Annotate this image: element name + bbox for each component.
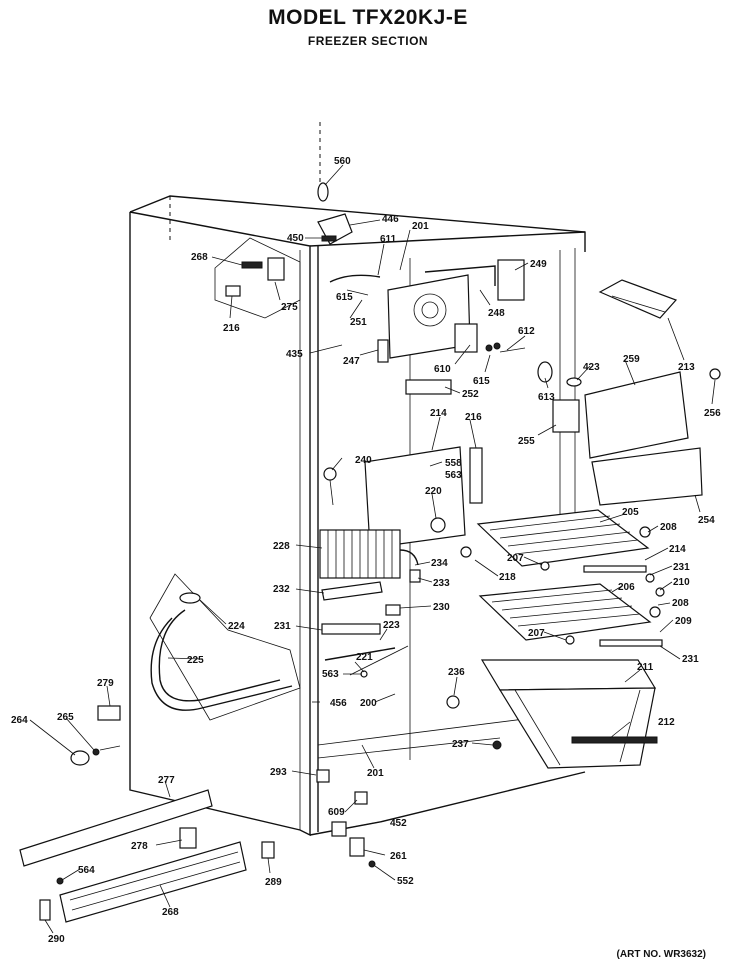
part-label: 240 bbox=[355, 455, 372, 466]
part-label: 456 bbox=[330, 698, 347, 709]
part-label: 564 bbox=[78, 865, 95, 876]
part-label: 249 bbox=[530, 259, 547, 270]
art-number: (ART NO. WR3632) bbox=[616, 949, 706, 960]
part-label: 255 bbox=[518, 436, 535, 447]
part-label: 615 bbox=[473, 376, 490, 387]
part-label: 208 bbox=[672, 598, 689, 609]
part-number-labels: 560 446 450 201 611 268 249 615 275 216 … bbox=[11, 156, 721, 945]
part-label: 214 bbox=[430, 408, 447, 419]
part-label: 225 bbox=[187, 655, 204, 666]
part-label: 259 bbox=[623, 354, 640, 365]
part-label: 233 bbox=[433, 578, 450, 589]
part-label: 224 bbox=[228, 621, 245, 632]
part-label: 279 bbox=[97, 678, 114, 689]
part-label: 212 bbox=[658, 717, 675, 728]
part-label: 237 bbox=[452, 739, 469, 750]
part-label: 612 bbox=[518, 326, 535, 337]
part-label: 558 bbox=[445, 458, 462, 469]
part-label: 213 bbox=[678, 362, 695, 373]
part-label: 560 bbox=[334, 156, 351, 167]
inner-shelf-rails bbox=[321, 604, 409, 678]
part-label: 210 bbox=[673, 577, 690, 588]
part-label: 236 bbox=[448, 667, 465, 678]
part-label: 221 bbox=[356, 652, 373, 663]
part-label: 613 bbox=[538, 392, 555, 403]
page-subtitle: FREEZER SECTION bbox=[307, 34, 429, 48]
part-label: 220 bbox=[425, 486, 442, 497]
top-hardware bbox=[317, 182, 353, 245]
ice-bucket bbox=[149, 573, 301, 721]
part-label: 247 bbox=[343, 356, 360, 367]
evaporator-coil bbox=[319, 529, 421, 601]
part-label: 265 bbox=[57, 712, 74, 723]
part-label: 256 bbox=[704, 408, 721, 419]
part-label: 268 bbox=[191, 252, 208, 263]
part-label: 223 bbox=[383, 620, 400, 631]
part-label: 231 bbox=[673, 562, 690, 573]
part-label: 248 bbox=[488, 308, 505, 319]
part-label: 251 bbox=[350, 317, 367, 328]
part-label: 552 bbox=[397, 876, 414, 887]
part-label: 201 bbox=[367, 768, 384, 779]
cabinet-shell bbox=[129, 122, 586, 837]
part-label: 275 bbox=[281, 302, 298, 313]
control-module bbox=[214, 237, 301, 319]
leader-lines bbox=[29, 164, 716, 934]
part-label: 231 bbox=[274, 621, 291, 632]
part-label: 209 bbox=[675, 616, 692, 627]
part-label: 207 bbox=[528, 628, 545, 639]
freezer-basket bbox=[446, 659, 658, 769]
upper-wire-shelf bbox=[460, 509, 655, 583]
part-label: 201 bbox=[412, 221, 429, 232]
part-label: 218 bbox=[499, 572, 516, 583]
part-label: 208 bbox=[660, 522, 677, 533]
ice-tray bbox=[598, 279, 678, 319]
part-label: 261 bbox=[390, 851, 407, 862]
part-label: 264 bbox=[11, 715, 28, 726]
part-label: 290 bbox=[48, 934, 65, 945]
part-label: 200 bbox=[360, 698, 377, 709]
part-label: 611 bbox=[380, 234, 397, 245]
left-small-parts bbox=[70, 705, 121, 766]
part-label: 563 bbox=[445, 470, 462, 481]
page-title: MODEL TFX20KJ-E bbox=[268, 6, 468, 29]
part-label: 254 bbox=[698, 515, 715, 526]
part-label: 289 bbox=[265, 877, 282, 888]
bottom-parts bbox=[19, 740, 502, 923]
part-label: 268 bbox=[162, 907, 179, 918]
defrost-components bbox=[323, 446, 483, 549]
part-label: 615 bbox=[336, 292, 353, 303]
part-label: 234 bbox=[431, 558, 448, 569]
part-label: 206 bbox=[618, 582, 635, 593]
part-label: 228 bbox=[273, 541, 290, 552]
part-label: 205 bbox=[622, 507, 639, 518]
evaporator-cover bbox=[329, 259, 582, 433]
part-label: 293 bbox=[270, 767, 287, 778]
part-label: 452 bbox=[390, 818, 407, 829]
part-label: 609 bbox=[328, 807, 345, 818]
part-label: 610 bbox=[434, 364, 451, 375]
part-label: 231 bbox=[682, 654, 699, 665]
part-label: 423 bbox=[583, 362, 600, 373]
part-label: 216 bbox=[223, 323, 240, 334]
part-label: 230 bbox=[433, 602, 450, 613]
part-label: 278 bbox=[131, 841, 148, 852]
part-label: 435 bbox=[286, 349, 303, 360]
part-label: 207 bbox=[507, 553, 524, 564]
lower-wire-shelf bbox=[478, 583, 665, 647]
part-label: 211 bbox=[637, 662, 654, 673]
part-label: 216 bbox=[465, 412, 482, 423]
shelf-cover bbox=[584, 368, 721, 506]
part-label: 446 bbox=[382, 214, 399, 225]
part-label: 232 bbox=[273, 584, 290, 595]
part-label: 450 bbox=[287, 233, 304, 244]
part-label: 277 bbox=[158, 775, 175, 786]
part-label: 252 bbox=[462, 389, 479, 400]
part-label: 214 bbox=[669, 544, 686, 555]
part-label: 563 bbox=[322, 669, 339, 680]
